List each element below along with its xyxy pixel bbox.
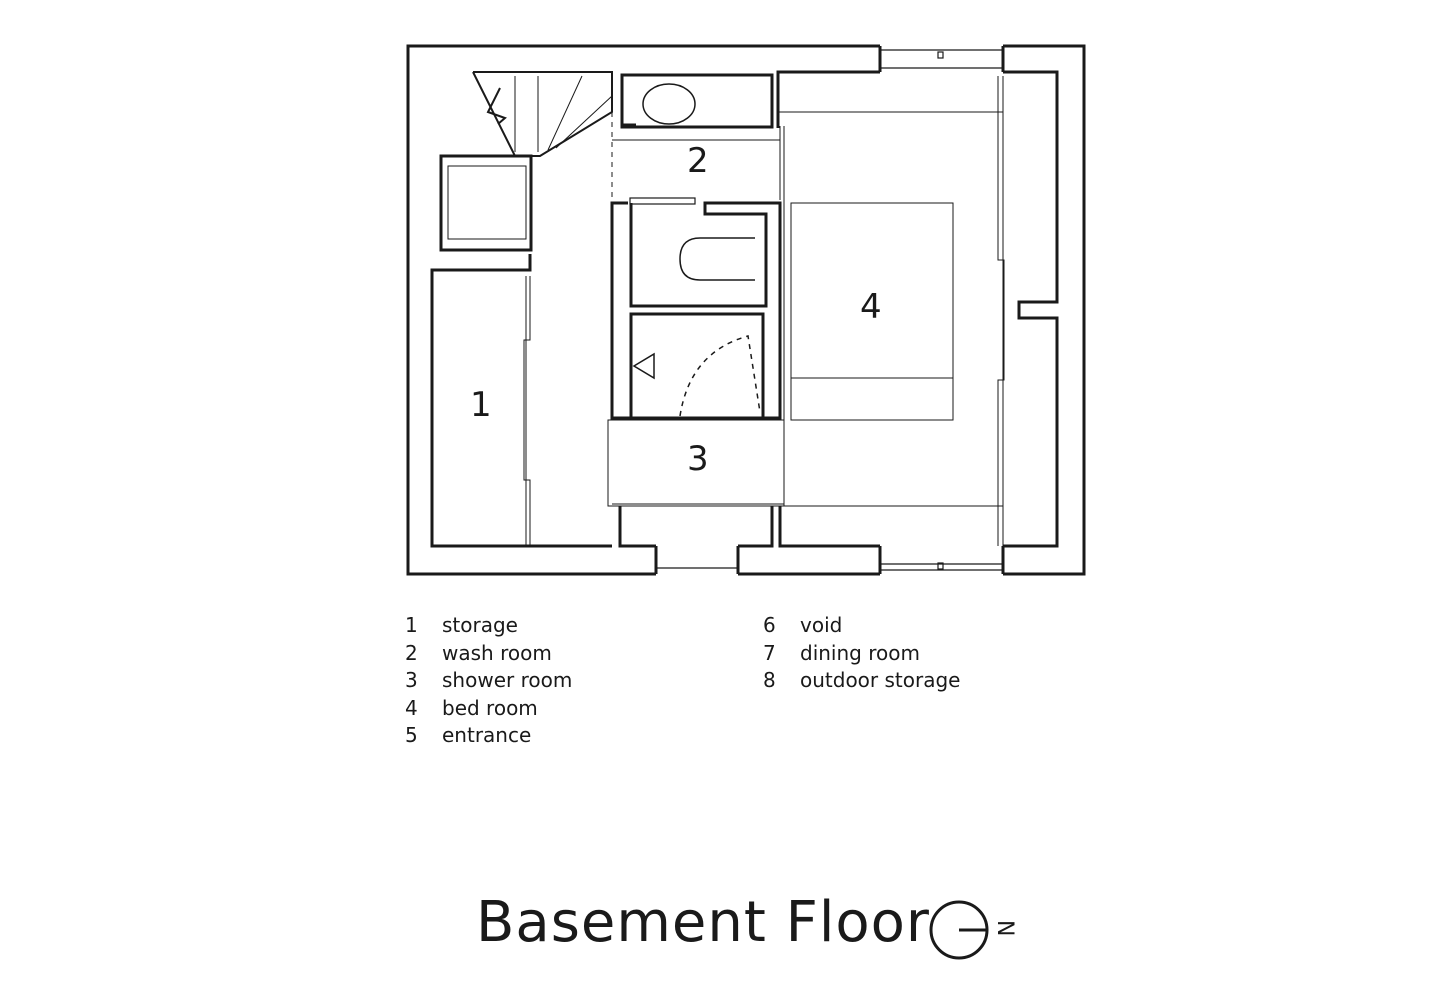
- legend-label: dining room: [800, 640, 920, 665]
- legend-number: 5: [405, 723, 418, 748]
- north-arrow-icon: N: [929, 900, 1017, 960]
- staircase: [472, 71, 613, 200]
- room-label-4: 4: [860, 287, 882, 327]
- legend-item: 1 storage: [405, 612, 572, 640]
- legend-item: 6 void: [763, 612, 960, 640]
- legend-item: 7 dining room: [763, 640, 960, 668]
- storage-doors: [523, 276, 531, 546]
- legend-number: 7: [763, 640, 776, 665]
- legend-label: wash room: [442, 640, 552, 665]
- toilet-core: [610, 197, 782, 420]
- bed-room: [778, 76, 1005, 546]
- legend-number: 6: [763, 613, 776, 637]
- wash-room: [612, 73, 785, 500]
- legend-item: 4 bed room: [405, 695, 572, 723]
- legend-item: 3 shower room: [405, 667, 572, 695]
- room-label-2: 2: [687, 141, 709, 181]
- room-label-3: 3: [687, 439, 709, 479]
- legend-number: 1: [405, 613, 418, 637]
- legend-item: 8 outdoor storage: [763, 667, 960, 695]
- room-label-1: 1: [470, 385, 492, 425]
- legend-label: void: [800, 613, 843, 637]
- outer-walls: [406, 44, 1086, 576]
- legend-item: 2 wash room: [405, 640, 572, 668]
- legend-number: 8: [763, 668, 776, 693]
- legend-right: 6 void 7 dining room 8 outdoor storage: [763, 612, 960, 695]
- legend-label: outdoor storage: [800, 668, 961, 693]
- legend-number: 3: [405, 668, 418, 693]
- legend-item: 5 entrance: [405, 722, 572, 750]
- legend-number: 4: [405, 695, 418, 720]
- legend-label: storage: [442, 613, 518, 637]
- legend-left: 1 storage 2 wash room 3 shower room 4 be…: [405, 612, 572, 750]
- windows: [656, 49, 1003, 571]
- legend-label: entrance: [442, 723, 532, 748]
- north-letter: N: [992, 920, 1017, 936]
- legend-label: shower room: [442, 668, 573, 693]
- plan-title: Basement Floor: [476, 890, 930, 955]
- floor-plan: 1 2 3 4: [406, 44, 1086, 576]
- washer-unit: [439, 154, 533, 252]
- shower-room: [607, 419, 785, 507]
- legend-number: 2: [405, 640, 418, 665]
- legend-label: bed room: [442, 695, 538, 720]
